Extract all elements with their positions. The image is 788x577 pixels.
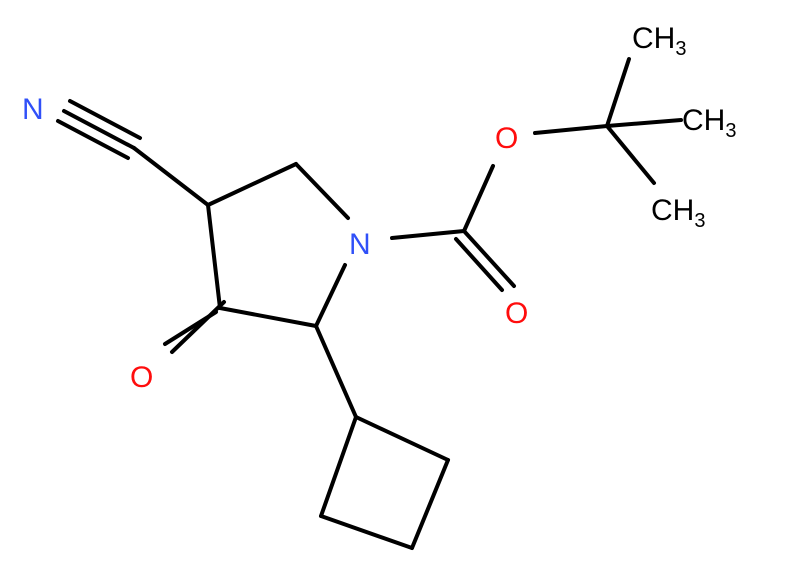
nitrile-nitrogen-label: N — [22, 93, 44, 126]
methyl-3-subscript: 3 — [694, 210, 705, 232]
carbamate-double-bond — [454, 229, 516, 292]
bond-ring-to-cyclobutyl — [314, 324, 358, 419]
ketone-double-bond — [163, 300, 226, 354]
methyl-label-3: CH3 — [651, 194, 705, 232]
bond-n-to-carbonyl — [390, 229, 466, 240]
methyl-1-subscript: 3 — [675, 38, 686, 60]
methyl-label-1: CH3 — [632, 22, 686, 60]
nitrile-triple-bond — [56, 99, 142, 160]
ring-nitrogen-label: N — [349, 228, 371, 261]
bond-carbonyl-to-ester-o — [462, 164, 495, 233]
methyl-label-2: CH3 — [682, 104, 736, 142]
ketone-oxygen-label: O — [130, 361, 153, 394]
tert-butyl-bonds — [605, 57, 683, 185]
pyrrolidine-ring — [206, 162, 350, 328]
carbonyl-oxygen-label: O — [505, 297, 528, 330]
methyl-3-main: CH — [651, 194, 694, 227]
methyl-2-main: CH — [682, 104, 725, 137]
bond-ester-o-to-tbu — [533, 124, 609, 135]
bond-cn-to-ring — [132, 146, 210, 207]
ester-oxygen-label: O — [495, 122, 518, 155]
methyl-1-main: CH — [632, 22, 675, 55]
cyclobutyl-ring — [319, 415, 450, 550]
methyl-2-subscript: 3 — [725, 120, 736, 142]
